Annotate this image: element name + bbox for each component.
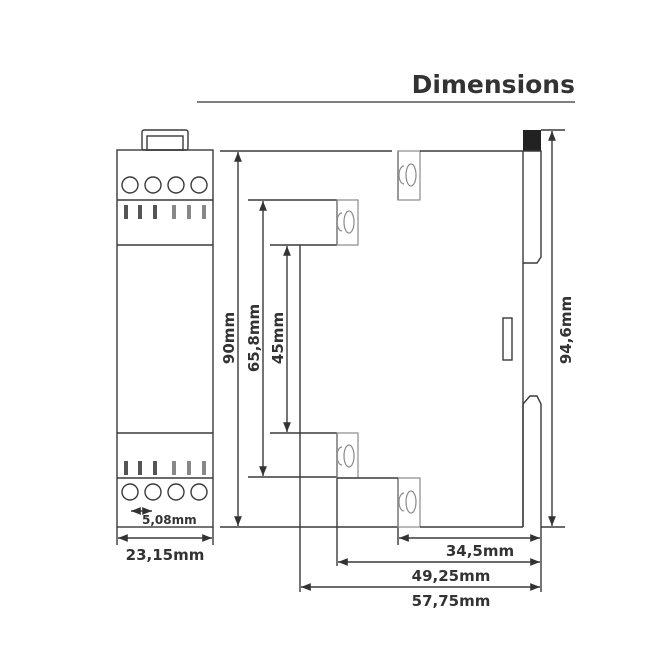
depth-3-label: 57,75mm — [412, 592, 491, 610]
page-title: Dimensions — [412, 70, 575, 99]
depth-1-label: 34,5mm — [446, 542, 514, 560]
height-front-label: 45mm — [269, 312, 287, 364]
rail-clip-top — [523, 130, 541, 151]
depth-2-label: 49,25mm — [412, 567, 491, 585]
height-mid-label: 65,8mm — [245, 304, 263, 372]
pitch-label: 5,08mm — [142, 513, 197, 527]
side-view — [299, 130, 542, 592]
height-rail-label: 94,6mm — [557, 296, 575, 364]
front-view — [116, 129, 214, 528]
height-total-label: 90mm — [220, 312, 238, 364]
extension-lines — [220, 150, 398, 528]
width-label: 23,15mm — [126, 546, 205, 564]
